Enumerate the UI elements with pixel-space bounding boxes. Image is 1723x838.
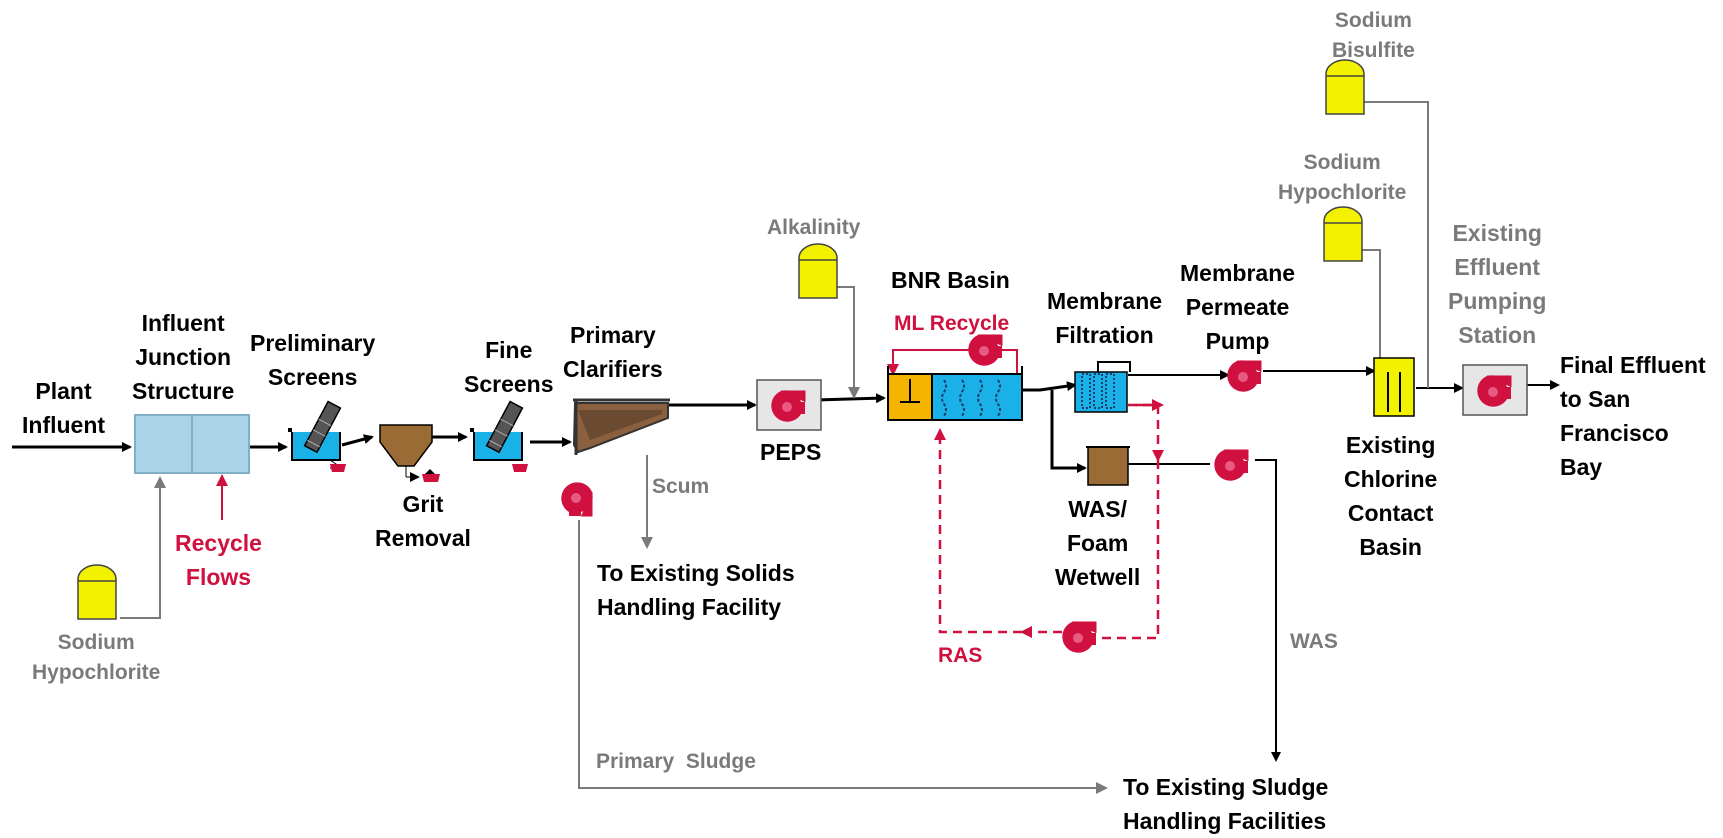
primary-sludge-pump	[560, 481, 594, 517]
primary-sludge-line	[578, 520, 1108, 794]
ras-label: RAS	[938, 644, 983, 667]
alkalinity-tank	[798, 243, 838, 299]
preliminary-screens-unit	[288, 400, 346, 472]
ml-recycle-line	[887, 349, 1018, 376]
grit-removal-unit	[379, 424, 440, 482]
main-flow-lines	[12, 366, 1560, 762]
primary-sludge-label: Primary Sludge	[596, 750, 756, 773]
ras-line	[934, 428, 1022, 634]
bnr-basin-label: BNR Basin	[891, 267, 1010, 293]
was-pump	[1213, 448, 1249, 482]
sodium-hypochlorite-tank-left	[77, 564, 117, 620]
ml-recycle-label: ML Recycle	[894, 312, 1010, 335]
bisulfite-line	[1364, 101, 1429, 388]
sodium-hypochlorite-tank-right	[1323, 206, 1363, 262]
membrane-filtration-unit	[1074, 361, 1131, 413]
was-foam-wetwell-unit	[1086, 446, 1130, 486]
fine-screens-unit	[470, 400, 528, 472]
primary-clarifier-unit	[572, 398, 670, 455]
was-label: WAS	[1290, 630, 1338, 653]
scum-label: Scum	[652, 475, 710, 498]
sodium-bisulfite-tank	[1325, 59, 1365, 115]
gray-lines	[120, 101, 1429, 794]
alkalinity-label: Alkalinity	[767, 216, 861, 239]
membrane-permeate-pump	[1226, 359, 1262, 393]
peps-unit	[756, 379, 822, 431]
ras-pump	[1061, 620, 1097, 654]
influent-junction-structure	[134, 414, 250, 474]
was-line	[1255, 459, 1281, 762]
bnr-basin-unit	[887, 366, 1023, 421]
recycle-lines	[216, 349, 1164, 640]
alkalinity-line	[836, 286, 860, 399]
hypochlorite-right-line	[1362, 249, 1381, 360]
chlorine-contact-basin-unit	[1373, 357, 1415, 417]
peps-label: PEPS	[760, 439, 822, 465]
ml-recycle-pump	[967, 333, 1003, 367]
effluent-pumping-station-unit	[1462, 364, 1528, 416]
